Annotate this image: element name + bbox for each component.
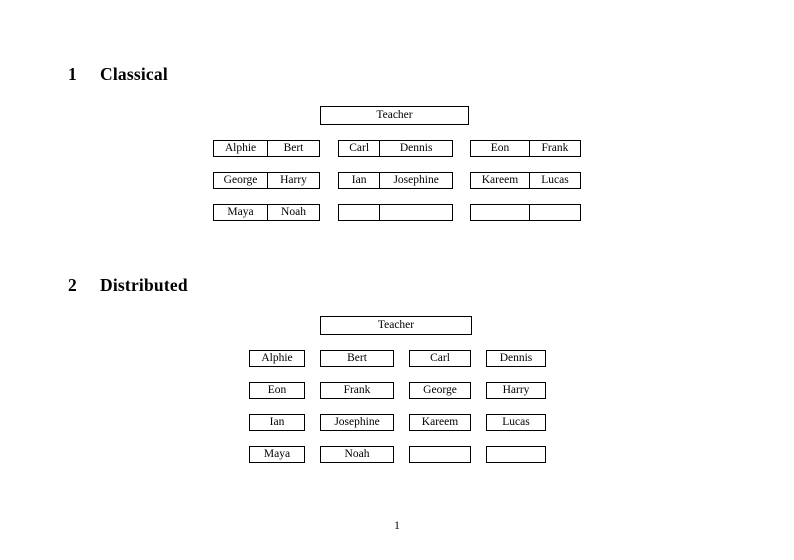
section-heading-classical: 1 Classical: [68, 64, 168, 84]
student-pair-row-empty: [470, 204, 581, 221]
student-box: George: [409, 382, 471, 399]
student-cell: Bert: [266, 141, 319, 156]
student-cell: Lucas: [528, 173, 580, 188]
student-cell-empty: [528, 205, 580, 220]
student-pair-row: Kareem Lucas: [470, 172, 581, 189]
student-cell-empty: [379, 205, 452, 220]
student-box: Lucas: [486, 414, 546, 431]
student-pair-row: George Harry: [213, 172, 320, 189]
student-box: Maya: [249, 446, 305, 463]
student-cell: Kareem: [481, 173, 519, 186]
student-box: Eon: [249, 382, 305, 399]
student-cell: Maya: [227, 205, 254, 218]
section-number: 2: [68, 275, 77, 295]
student-box: Ian: [249, 414, 305, 431]
student-box: Josephine: [320, 414, 394, 431]
student-cell-empty: [339, 205, 379, 220]
teacher-box-classical: Teacher: [320, 106, 469, 125]
student-pair-row: Alphie Bert: [213, 140, 320, 157]
student-cell: Noah: [266, 205, 319, 220]
student-box: Bert: [320, 350, 394, 367]
student-pair-row: Carl Dennis: [338, 140, 453, 157]
page-number: 1: [394, 520, 400, 532]
student-box-empty: [486, 446, 546, 463]
section-heading-distributed: 2 Distributed: [68, 275, 188, 295]
student-cell: Alphie: [224, 141, 257, 154]
student-box: Kareem: [409, 414, 471, 431]
student-box: Alphie: [249, 350, 305, 367]
student-box-empty: [409, 446, 471, 463]
student-pair-row-empty: [338, 204, 453, 221]
student-pair-row: Ian Josephine: [338, 172, 453, 189]
section-title: Distributed: [100, 275, 188, 295]
student-cell: Ian: [351, 173, 367, 186]
student-box: Harry: [486, 382, 546, 399]
student-cell-empty: [471, 205, 529, 220]
student-cell: Carl: [349, 141, 370, 154]
student-cell: Harry: [266, 173, 319, 188]
student-cell: George: [223, 173, 258, 186]
section-number: 1: [68, 64, 77, 84]
section-title: Classical: [100, 64, 168, 84]
student-cell: Frank: [528, 141, 580, 156]
student-box: Carl: [409, 350, 471, 367]
student-box: Noah: [320, 446, 394, 463]
student-box: Dennis: [486, 350, 546, 367]
student-pair-row: Maya Noah: [213, 204, 320, 221]
student-cell: Eon: [490, 141, 510, 154]
teacher-box-distributed: Teacher: [320, 316, 472, 335]
student-cell: Josephine: [379, 173, 452, 188]
student-box: Frank: [320, 382, 394, 399]
student-cell: Dennis: [379, 141, 452, 156]
student-pair-row: Eon Frank: [470, 140, 581, 157]
